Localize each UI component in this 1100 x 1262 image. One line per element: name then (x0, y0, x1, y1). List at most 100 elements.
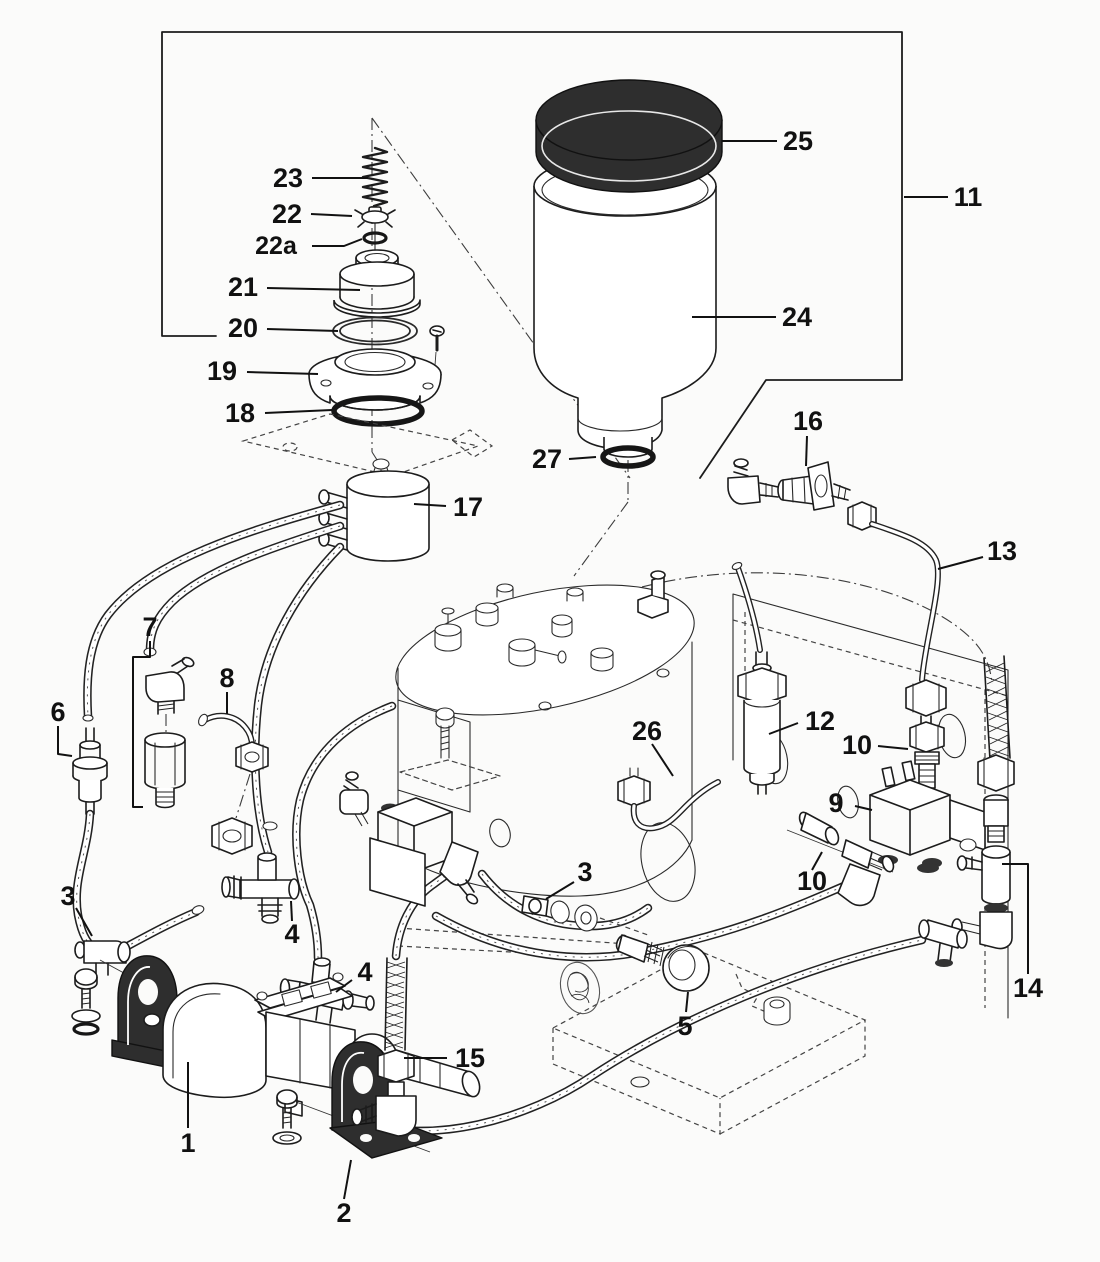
hose-elbow3-to-pump (119, 905, 205, 953)
union-10-lower (786, 811, 895, 873)
cylinder-14 (956, 845, 1011, 905)
callout-label-26: 26 (632, 716, 662, 746)
oring-18 (331, 395, 425, 427)
callout-label-6: 6 (50, 697, 65, 727)
callout-label-13: 13 (987, 536, 1017, 566)
hose-14-assembly (951, 655, 1015, 950)
callout-label-22: 22 (272, 199, 302, 229)
callout-label-21: 21 (228, 272, 258, 302)
hose-boiler-to-tee4-lower (292, 701, 397, 963)
hose-to-fitting7 (143, 521, 345, 657)
reference-frame (161, 31, 903, 479)
elbow-under-solenoid (837, 863, 939, 907)
callout-leader-22a (312, 238, 363, 247)
callout-leader-26 (651, 743, 674, 777)
pipe-13 (869, 521, 947, 717)
callout-leader-10a (877, 745, 909, 750)
callout-leader-10b (811, 851, 823, 871)
callout-leader-16 (805, 435, 808, 467)
callout-leader-21 (266, 287, 361, 291)
bracket-2 (329, 1041, 443, 1159)
hose-sensor12-top (731, 562, 763, 653)
callout-label-4a: 4 (284, 919, 299, 949)
callout-label-14: 14 (1013, 973, 1043, 1003)
callout-label-24: 24 (782, 302, 812, 332)
callout-leader-6 (57, 726, 73, 757)
callout-label-27: 27 (532, 444, 562, 474)
mounting-plate (240, 413, 494, 477)
valve-poppet (354, 205, 396, 259)
callout-label-10a: 10 (842, 730, 872, 760)
callout-label-2: 2 (336, 1198, 351, 1228)
callout-label-9b: 9 (828, 788, 843, 818)
callout-label-10b: 10 (797, 866, 827, 896)
fitting-3-center (521, 895, 649, 936)
valve-cap (333, 249, 421, 318)
callout-leader-4a (290, 900, 293, 922)
callout-layer: 232222a212019181725241127161312109261014… (50, 126, 1043, 1228)
callout-leader-3b (545, 881, 575, 900)
fitting-16 (727, 458, 877, 531)
callout-label-17: 17 (453, 492, 483, 522)
callout-leader-19 (246, 371, 319, 375)
callout-leader-22 (310, 213, 353, 217)
callout-leader-17 (413, 503, 447, 507)
sensor-12 (737, 651, 787, 795)
fitting-7 (144, 656, 195, 809)
callout-leader-3a (75, 907, 93, 937)
callout-leader-20 (266, 328, 339, 332)
callout-label-1: 1 (180, 1128, 195, 1158)
sleeve-17 (318, 458, 430, 562)
callout-label-23: 23 (273, 163, 303, 193)
callout-leader-13 (937, 556, 984, 570)
callout-label-22a: 22a (255, 232, 298, 260)
callout-leader-5 (685, 991, 689, 1013)
check-valve-6 (72, 714, 108, 815)
tank-lid (535, 79, 723, 193)
callout-label-12: 12 (805, 706, 835, 736)
boiler-mount-bolt (399, 707, 501, 791)
braided-hose-15 (351, 957, 417, 1137)
elbow-3-left (74, 940, 131, 976)
tank-body (533, 155, 717, 458)
callout-leader-18 (264, 409, 333, 414)
solenoid-inlet-elbow (339, 771, 369, 827)
callout-label-7: 7 (142, 612, 157, 642)
callout-label-19: 19 (207, 356, 237, 386)
solenoid-valve-left (339, 771, 479, 907)
base-plate (551, 949, 867, 1135)
boiler-block (395, 570, 696, 902)
tee-bottom-right (918, 919, 968, 967)
hose-bottom-sweep (353, 935, 927, 1136)
callout-leader-27 (568, 456, 597, 460)
callout-leader-7 (132, 641, 151, 808)
union-10-upper (909, 715, 945, 789)
flange (308, 348, 442, 411)
callout-label-20: 20 (228, 313, 258, 343)
callout-label-5: 5 (677, 1011, 692, 1041)
hose-to-tee4-upper (250, 542, 345, 857)
callout-leader-9b (854, 805, 873, 811)
tee-4-upper (221, 821, 300, 924)
pipe-8 (198, 712, 269, 855)
callout-label-11: 11 (954, 182, 983, 212)
solenoid-valve-right (869, 760, 997, 868)
callout-leader-4b (335, 979, 353, 993)
callout-label-3a: 3 (60, 881, 75, 911)
pipe-26 (617, 767, 721, 832)
retaining-ring (362, 231, 388, 245)
knob-bolt-5 (615, 934, 710, 992)
callout-label-25: 25 (783, 126, 813, 156)
brand-emblem (559, 961, 601, 1015)
tank-oring (600, 445, 656, 469)
callout-label-15: 15 (455, 1043, 485, 1073)
callout-leader-14 (1002, 863, 1029, 974)
pump-1 (143, 972, 481, 1117)
callout-label-3b: 3 (577, 857, 592, 887)
boiler-elbow-fitting (637, 570, 669, 619)
callout-label-4b: 4 (357, 957, 372, 987)
callout-label-18: 18 (225, 398, 255, 428)
callout-label-8: 8 (219, 663, 234, 693)
